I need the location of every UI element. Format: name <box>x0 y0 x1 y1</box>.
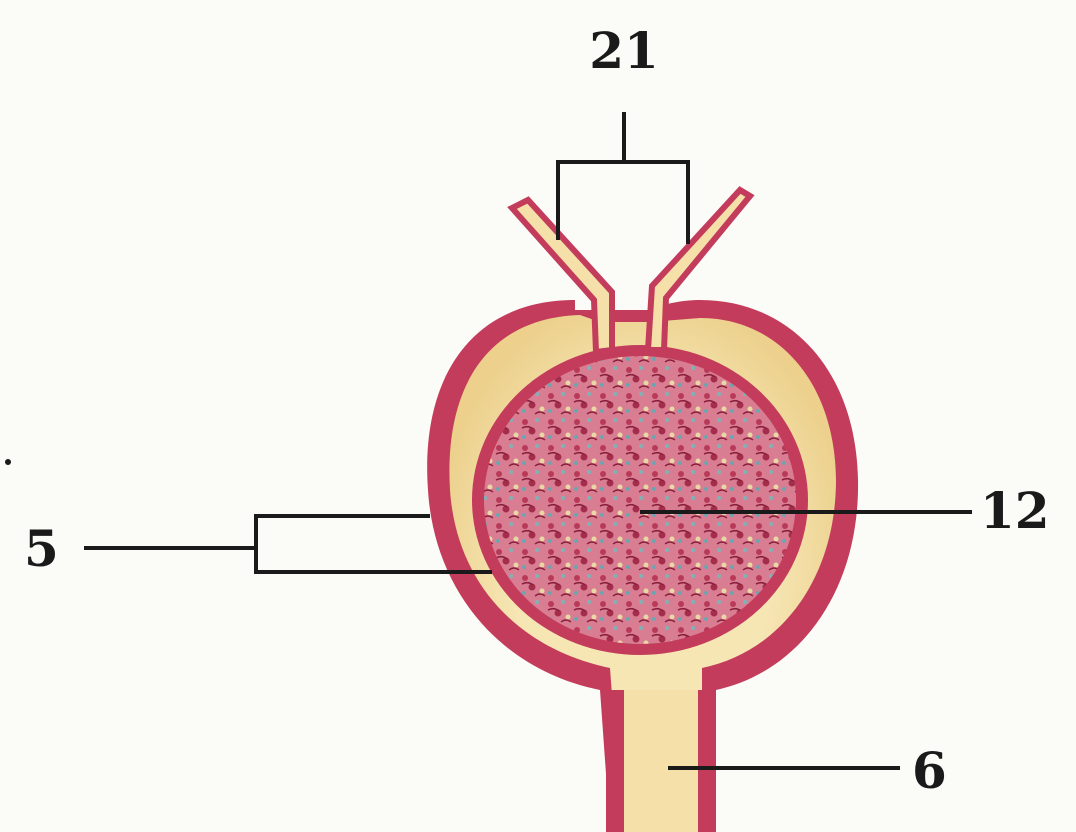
tubule-wall-right <box>698 690 716 832</box>
tubule-wall-left <box>606 690 624 832</box>
label-12: 12 <box>980 481 1050 540</box>
label-5: 5 <box>24 519 59 578</box>
tubule-lumen <box>624 690 698 832</box>
glomerular-tuft <box>484 356 796 644</box>
label-6: 6 <box>912 741 947 800</box>
leader-5 <box>84 516 492 572</box>
leader-21 <box>558 112 688 244</box>
stray-dot <box>5 459 11 465</box>
label-21: 21 <box>589 21 659 80</box>
